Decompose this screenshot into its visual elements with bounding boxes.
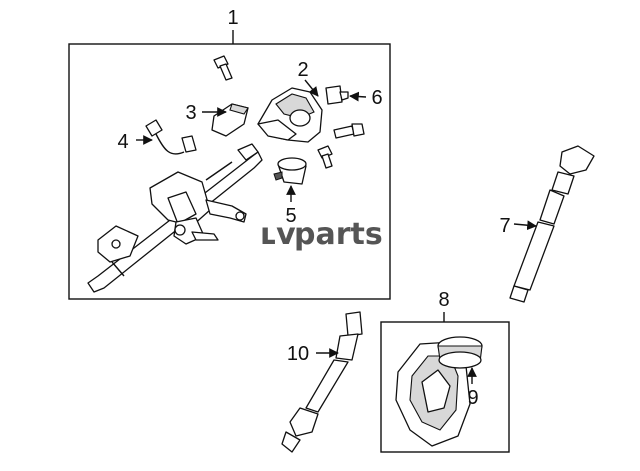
- bolt-top: [213, 55, 233, 81]
- connector-6: [325, 85, 349, 105]
- callout-10: 10: [287, 343, 309, 365]
- switch-module: [211, 103, 249, 137]
- callout-9: 9: [467, 387, 478, 409]
- intermediate-shaft: [509, 145, 595, 303]
- callout-1: 1: [227, 7, 238, 29]
- callout-8: 8: [438, 289, 449, 311]
- lower-shaft: [281, 311, 363, 453]
- bolt-mid: [317, 145, 333, 169]
- watermark-logo: ʟv parts: [260, 217, 383, 252]
- callout-7: 7: [499, 215, 510, 237]
- watermark-mark: ʟv: [260, 217, 296, 252]
- steering-column: [87, 143, 263, 293]
- leader-6: [349, 91, 367, 102]
- bolt-right: [333, 123, 365, 139]
- wiring-connector: [145, 119, 197, 155]
- lock-cylinder: [273, 157, 307, 185]
- group-box-8: [380, 321, 510, 453]
- leader-2: [304, 79, 319, 97]
- leader-7: [513, 220, 537, 231]
- watermark-text: parts: [294, 217, 383, 252]
- lock-housing: [257, 87, 323, 143]
- column-boot: [395, 341, 471, 447]
- seal: [437, 336, 483, 369]
- callout-4: 4: [117, 131, 128, 153]
- group-box-1: [68, 43, 391, 300]
- callout-5: 5: [285, 205, 296, 227]
- callout-3: 3: [185, 102, 196, 124]
- callout-2: 2: [297, 59, 308, 81]
- callout-6: 6: [371, 87, 382, 109]
